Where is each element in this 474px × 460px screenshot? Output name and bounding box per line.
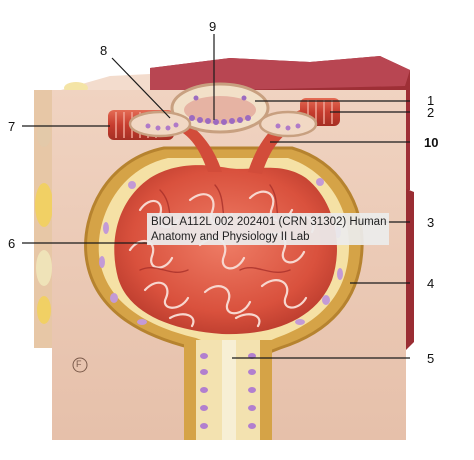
tissue-block-left-edge — [34, 74, 150, 348]
manufacturer-badge-text: F — [76, 359, 82, 369]
manufacturer-mark — [72, 357, 88, 373]
label-3: 3 — [427, 215, 435, 230]
label-1: 1 — [427, 93, 435, 108]
label-4: 4 — [427, 276, 435, 291]
label-2: 2 — [427, 105, 435, 120]
label-5: 5 — [427, 351, 435, 366]
label-6: 6 — [8, 236, 16, 251]
glomerulus — [114, 165, 337, 335]
label-8: 8 — [100, 43, 108, 58]
label-10: 10 — [424, 135, 439, 150]
caption-line-2: Anatomy and Physiology II Lab — [151, 231, 310, 243]
distal-tubule — [128, 82, 318, 138]
label-9: 9 — [209, 19, 217, 34]
tissue-block-right-edge — [404, 188, 414, 352]
juxtaglomerular-loop-left — [128, 110, 192, 138]
juxtaglomerular-loop-right — [258, 110, 318, 138]
proximal-tubule — [184, 340, 272, 440]
caption-line-1: BIOL A112L 002 202401 (CRN 31302) Human — [151, 216, 387, 228]
leader-lines — [22, 34, 410, 359]
course-caption: BIOL A112L 002 202401 (CRN 31302) Human … — [147, 213, 389, 245]
label-7: 7 — [8, 119, 16, 134]
leader-8 — [111, 57, 171, 119]
